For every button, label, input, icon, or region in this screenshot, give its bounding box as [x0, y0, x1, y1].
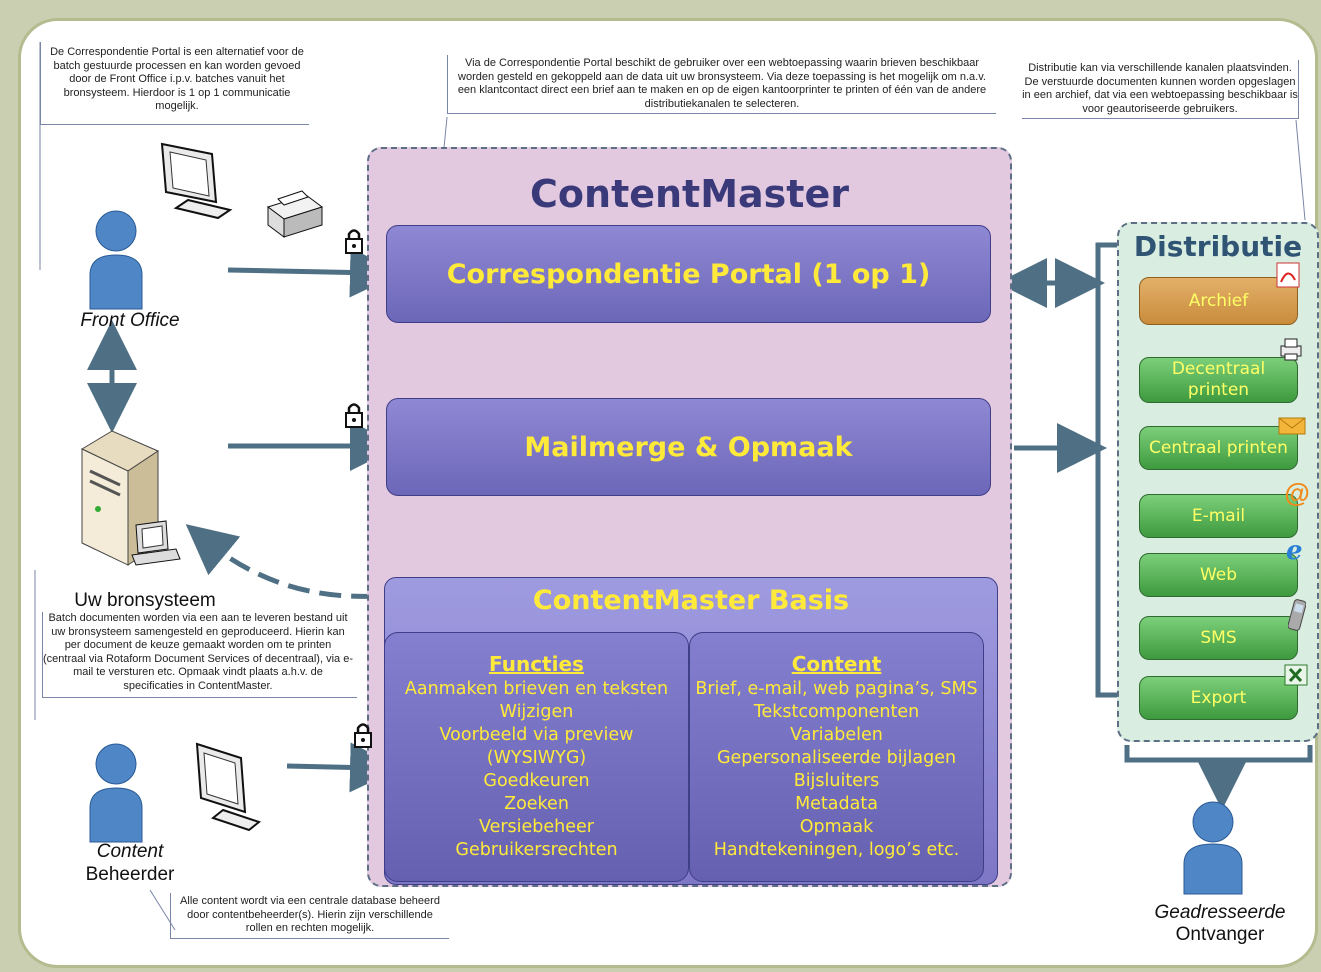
excel-icon	[1284, 664, 1308, 686]
front-office-label: Front Office	[80, 310, 180, 331]
arrow-beheerder-basis	[286, 742, 400, 793]
browser-icon: e	[1286, 536, 1303, 566]
channel-web: Web	[1139, 553, 1298, 597]
front-office-person-icon	[89, 210, 143, 310]
content-label: Content	[96, 841, 164, 862]
printer-icon	[1280, 338, 1302, 361]
basis-title: ContentMaster Basis	[532, 585, 850, 616]
functies-column: Functies Aanmaken brieven en teksten Wij…	[384, 632, 689, 882]
channel-sms: SMS	[1139, 616, 1298, 660]
content-person-icon	[89, 743, 143, 843]
content-item: Metadata	[795, 794, 878, 814]
monitor-icon	[160, 142, 233, 220]
mailmerge-label: Mailmerge & Opmaak	[524, 431, 853, 463]
functie-item: Zoeken	[504, 794, 569, 814]
functie-item: (WYSIWYG)	[486, 748, 587, 768]
content-monitor-icon	[195, 742, 262, 832]
channel-label: Centraal printen	[1149, 437, 1288, 458]
channel-archief: Archief	[1139, 277, 1298, 325]
content-item: Opmaak	[799, 817, 874, 837]
note-front-office: De Correspondentie Portal is een alterna…	[50, 46, 304, 112]
at-icon: @	[1284, 478, 1310, 508]
channel-decentraal-printen: Decentraal printen	[1139, 357, 1298, 403]
callout-line-top-right	[1295, 119, 1306, 221]
channel-label: Archief	[1188, 290, 1249, 311]
functie-item: Voorbeeld via preview	[439, 725, 634, 745]
distributie-title: Distributie	[1133, 230, 1303, 263]
geadresseerde-label: Geadresseerde	[1154, 902, 1286, 923]
functies-header: Functies	[489, 652, 584, 676]
envelope-icon	[1278, 417, 1306, 435]
note-portal: Via de Correspondentie Portal beschikt d…	[447, 55, 996, 114]
arrow-basis-bron-dashed	[185, 524, 406, 599]
functie-item: Goedkeuren	[483, 771, 590, 791]
mailmerge-box: Mailmerge & Opmaak	[386, 398, 991, 496]
content-header: Content	[791, 652, 882, 676]
phone-icon	[1288, 599, 1306, 631]
bracket-distributie	[1095, 242, 1117, 698]
channel-label: E-mail	[1191, 505, 1246, 526]
channel-export: Export	[1139, 676, 1298, 720]
channel-email: E-mail	[1139, 494, 1298, 538]
note-bronsysteem: Batch documenten worden via een aan te l…	[42, 612, 357, 698]
channel-label: Export	[1190, 687, 1247, 708]
content-item: Gepersonaliseerde bijlagen	[716, 748, 957, 768]
content-item: Brief, e-mail, web pagina’s, SMS	[695, 679, 978, 699]
server-icon	[80, 430, 181, 566]
lock-icon	[345, 229, 363, 254]
note-beheerder: Alle content wordt via een centrale data…	[170, 893, 449, 939]
content-item: Variabelen	[790, 725, 883, 745]
functie-item: Wijzigen	[499, 702, 574, 722]
content-column: Content Brief, e-mail, web pagina’s, SMS…	[689, 632, 984, 882]
channel-centraal-printen: Centraal printen	[1139, 426, 1298, 470]
lock-icon	[354, 723, 372, 748]
portal-label: Correspondentie Portal (1 op 1)	[446, 258, 931, 290]
printer-device-icon	[266, 190, 324, 238]
functie-item: Gebruikersrechten	[455, 840, 618, 860]
bracket-distributie-bottom	[1124, 745, 1313, 763]
content-item: Tekstcomponenten	[753, 702, 920, 722]
bronsysteem-label: Uw bronsysteem	[74, 590, 216, 611]
functie-item: Aanmaken brieven en teksten	[404, 679, 669, 699]
beheerder-label: Beheerder	[85, 864, 175, 885]
note-front-office-frame	[40, 42, 309, 125]
channel-label: Decentraal printen	[1171, 359, 1266, 400]
channel-label: SMS	[1200, 627, 1237, 648]
lock-icon	[345, 403, 363, 428]
functie-item: Versiebeheer	[478, 817, 594, 837]
content-item: Handtekeningen, logo’s etc.	[713, 840, 960, 860]
ontvanger-label: Ontvanger	[1175, 924, 1265, 945]
portal-box: Correspondentie Portal (1 op 1)	[386, 225, 991, 323]
pdf-icon	[1276, 262, 1300, 288]
arrow-frontoffice-portal	[227, 247, 400, 298]
note-distributie: Distributie kan via verschillende kanale…	[1022, 60, 1299, 119]
ontvanger-person-icon	[1183, 801, 1243, 895]
contentmaster-title: ContentMaster	[530, 172, 849, 216]
content-item: Bijsluiters	[793, 771, 880, 791]
channel-label: Web	[1199, 564, 1238, 585]
